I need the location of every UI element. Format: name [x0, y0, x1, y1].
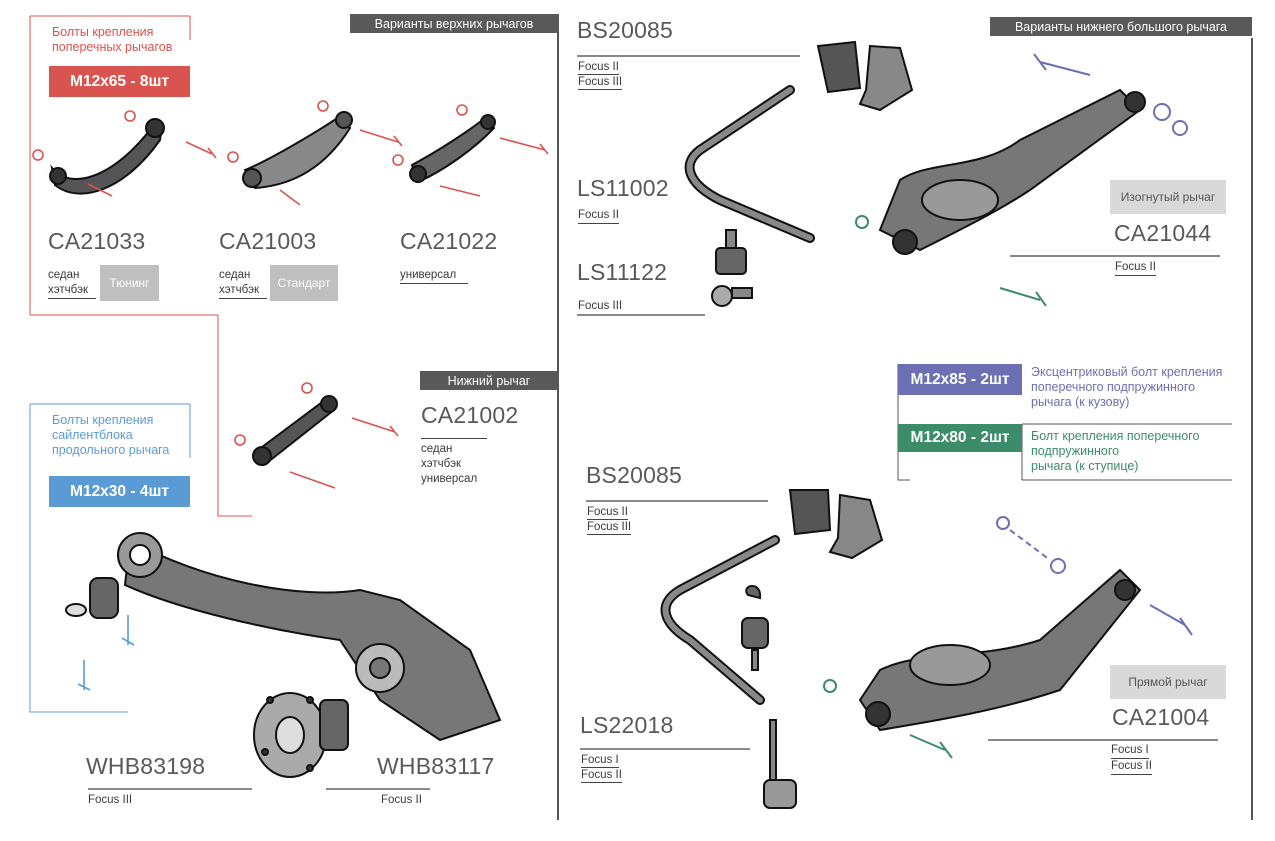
ca21044-sub: Focus II — [1115, 260, 1156, 276]
bolt-m12x80-desc: Болт крепления поперечного подпружинного… — [1031, 429, 1200, 473]
blue-bracket — [29, 403, 191, 713]
bushing-bottom-drawing — [788, 489, 884, 560]
part-code-ca21003: CA21003 — [219, 228, 317, 254]
arm-ca21003-drawing — [242, 111, 353, 190]
purple-bolts-top — [1033, 53, 1188, 136]
part-code-bs20085-top: BS20085 — [577, 17, 674, 43]
ca21022-sub: универсал — [400, 268, 468, 284]
arm-ca21002-drawing — [252, 395, 338, 466]
part-code-ca21002: CA21002 — [421, 402, 519, 428]
part-code-whb83117: WHB83117 — [377, 753, 495, 779]
trailing-arm-drawing — [117, 532, 502, 742]
green-bolts-bottom — [823, 679, 953, 759]
arm-ca21022-drawing — [409, 114, 496, 184]
part-code-ca21004: CA21004 — [1112, 704, 1210, 730]
ca21002-sub: седан хэтчбэк универсал — [421, 443, 478, 485]
stab-bar-bottom-fill — [662, 537, 778, 703]
part-code-ca21044: CA21044 — [1114, 220, 1212, 246]
part-code-ls11122: LS11122 — [577, 259, 668, 285]
upper-bolt-label: Болты крепления поперечных рычагов — [52, 25, 173, 54]
whb83117-sub: Focus II — [381, 794, 422, 806]
red-bolts-upper — [32, 100, 549, 489]
part-code-ls22018: LS22018 — [580, 712, 674, 738]
tag-curved: Изогнутый рычаг — [1110, 180, 1226, 214]
red-bracket — [29, 15, 252, 517]
part-code-ca21022: CA21022 — [400, 228, 498, 254]
ca21004-sub: Focus I Focus II — [1111, 743, 1152, 775]
ls22018-sub: Focus I Focus II — [581, 754, 622, 783]
lower-lever-header: Нижний рычаг — [420, 371, 558, 390]
trailing-bolt-label: Болты крепления сайлентблока продольного… — [52, 413, 170, 457]
part-code-bs20085-bottom: BS20085 — [586, 462, 683, 488]
lower-big-header: Варианты нижнего большого рычага — [990, 17, 1252, 36]
link-top-drawing — [711, 229, 753, 307]
bolt-m12x80-badge: M12x80 - 2шт — [898, 424, 1022, 452]
green-bolts-top — [855, 215, 1047, 307]
ls11122-sub: Focus III — [578, 300, 623, 312]
bolt-m12x85-badge: M12x85 - 2шт — [898, 364, 1022, 395]
ls11002-sub: Focus II — [578, 208, 619, 224]
tag-tuning: Тюнинг — [100, 265, 159, 301]
part-code-whb83198: WHB83198 — [86, 753, 206, 779]
trailing-bolt-badge: M12x30 - 4шт — [49, 476, 190, 507]
arm-ca21004-drawing — [858, 568, 1142, 732]
part-code-ca21033: CA21033 — [48, 228, 146, 254]
stab-bar-top-fill — [686, 87, 813, 241]
ca21033-sub: седан хэтчбэк — [48, 268, 96, 299]
part-code-ls11002: LS11002 — [577, 175, 669, 201]
blue-bolts — [77, 615, 135, 691]
upper-bolt-badge: M12x65 - 8шт — [49, 66, 190, 97]
tag-straight: Прямой рычаг — [1110, 665, 1226, 699]
bolt-bracket — [897, 364, 910, 481]
tag-standard: Стандарт — [270, 265, 338, 301]
bs20085-top-sub: Focus II Focus III — [578, 61, 623, 90]
whb83198-sub: Focus III — [88, 794, 133, 806]
ca21003-sub: седан хэтчбэк — [219, 268, 267, 299]
bs20085-bottom-sub: Focus II Focus III — [587, 506, 632, 535]
arm-ca21044-drawing — [878, 88, 1146, 255]
bushing-top-drawing — [816, 40, 914, 112]
upper-arms-header: Варианты верхних рычагов — [350, 14, 558, 33]
hub-drawing — [253, 692, 349, 778]
bolt-m12x85-desc: Эксцентриковый болт крепления поперечног… — [1031, 365, 1223, 409]
link-bottom-drawing — [741, 585, 797, 809]
trailing-bushing-drawing — [65, 577, 119, 619]
arm-ca21033-drawing — [49, 118, 165, 195]
purple-bolts-bottom — [996, 516, 1193, 636]
